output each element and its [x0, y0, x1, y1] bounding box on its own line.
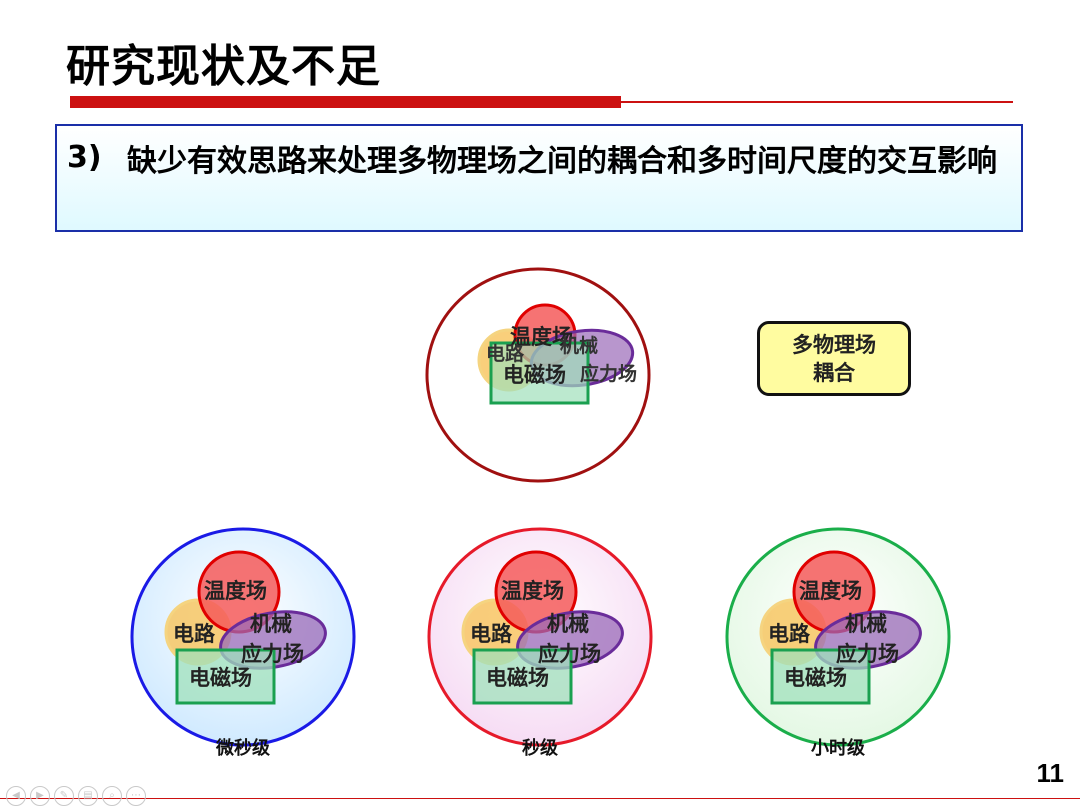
electromagnetic-label: 电磁场 [503, 363, 566, 387]
mechanical-label: 机械 [845, 612, 887, 636]
footer-line [0, 798, 1080, 799]
stress-label: 应力场 [241, 642, 304, 666]
callout-box: 3) 缺少有效思路来处理多物理场之间的耦合和多时间尺度的交互影响 [55, 124, 1023, 232]
circuit-label: 电路 [486, 342, 525, 365]
title-underline-line [621, 101, 1013, 103]
stress-label: 应力场 [836, 642, 899, 666]
coupled-group: 温度场 机械 电路 应力场 电磁场 [425, 267, 651, 483]
zoom-icon[interactable]: ⌕ [102, 786, 122, 806]
scale-label: 小时级 [811, 737, 866, 759]
mechanical-label: 机械 [250, 612, 292, 636]
electromagnetic-rect [472, 648, 573, 705]
page-number: 11 [1036, 758, 1065, 788]
circuit-label: 电路 [173, 622, 216, 646]
temperature-label: 温度场 [501, 579, 564, 603]
electromagnetic-label: 电磁场 [486, 666, 549, 690]
pen-icon[interactable]: ✎ [54, 786, 74, 806]
title-underline-bar [70, 96, 621, 108]
slide-title: 研究现状及不足 [66, 41, 381, 92]
electromagnetic-label: 电磁场 [189, 666, 252, 690]
temperature-label: 温度场 [510, 325, 573, 349]
slides-icon[interactable]: ▤ [78, 786, 98, 806]
mechanical-label: 机械 [560, 334, 598, 357]
coupling-label-line1: 多物理场 [792, 332, 876, 357]
microsecond-group: 温度场 机械 电路 应力场 电磁场 微秒级 [130, 527, 356, 759]
temperature-label: 温度场 [204, 579, 267, 603]
circuit-label: 电路 [470, 622, 513, 646]
circuit-label: 电路 [768, 622, 811, 646]
callout-text: 缺少有效思路来处理多物理场之间的耦合和多时间尺度的交互影响 [127, 144, 997, 179]
stress-label: 应力场 [538, 642, 601, 666]
stress-label: 应力场 [580, 362, 637, 385]
hour-group: 温度场 机械 电路 应力场 电磁场 小时级 [725, 527, 951, 759]
electromagnetic-rect [175, 648, 276, 705]
scale-label: 微秒级 [215, 737, 271, 759]
next-slide-icon[interactable]: ▶ [30, 786, 50, 806]
prev-slide-icon[interactable]: ◀ [6, 786, 26, 806]
coupling-label-box: 多物理场 耦合 [757, 321, 911, 396]
electromagnetic-rect [489, 341, 590, 405]
slide-nav-controls: ◀ ▶ ✎ ▤ ⌕ ⋯ [6, 786, 146, 806]
temperature-label: 温度场 [799, 579, 862, 603]
more-icon[interactable]: ⋯ [126, 786, 146, 806]
electromagnetic-rect [770, 648, 871, 705]
electromagnetic-label: 电磁场 [784, 666, 847, 690]
callout-number: 3) [67, 140, 102, 175]
coupling-label-line2: 耦合 [813, 360, 855, 385]
second-group: 温度场 机械 电路 应力场 电磁场 秒级 [427, 527, 653, 759]
mechanical-label: 机械 [547, 612, 589, 636]
scale-label: 秒级 [522, 737, 559, 759]
